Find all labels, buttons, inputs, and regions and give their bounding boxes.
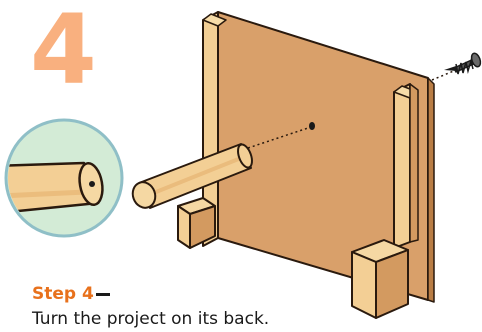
pilot-hole xyxy=(309,122,315,130)
step-caption: Step 4 Turn the project on its back. xyxy=(32,284,372,330)
heading-dash xyxy=(96,293,110,296)
dowel-end-detail-icon xyxy=(0,120,122,236)
step-heading: Step 4 xyxy=(32,284,94,304)
screw-guide-line xyxy=(432,70,456,80)
right-upright xyxy=(394,84,418,248)
wood-screw-icon xyxy=(444,52,482,74)
step-number: 4 xyxy=(30,2,97,98)
step-heading-row: Step 4 xyxy=(32,284,372,304)
